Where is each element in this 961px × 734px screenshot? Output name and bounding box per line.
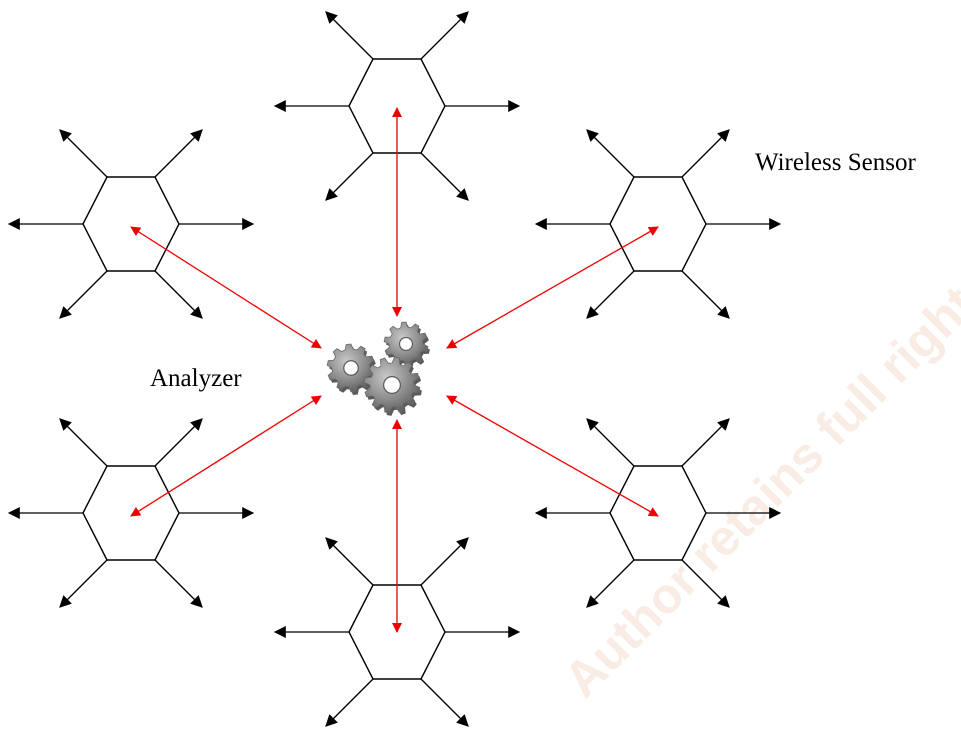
signal-arrow <box>154 559 203 608</box>
analyzer-label: Analyzer <box>150 365 242 392</box>
signal-arrow <box>420 11 469 60</box>
gear-icon <box>383 321 430 369</box>
sensor-top <box>273 11 521 201</box>
link-arrow <box>130 395 322 517</box>
link-arrow <box>446 226 659 349</box>
signal-arrow <box>154 270 203 319</box>
signal-arrow <box>586 129 635 178</box>
signal-arrow <box>420 678 469 727</box>
link-arrow <box>446 395 659 517</box>
watermark-text: Author retains full rights. <box>553 246 961 708</box>
signal-arrow <box>59 270 108 319</box>
signal-arrow <box>154 418 203 467</box>
links-layer <box>130 107 659 633</box>
signal-arrow <box>420 152 469 201</box>
sensor-upper-right <box>534 129 782 319</box>
signal-arrow <box>681 270 730 319</box>
signal-arrow <box>681 418 730 467</box>
sensor-hexagon <box>609 176 707 272</box>
signal-arrow <box>59 559 108 608</box>
signal-arrow <box>325 152 374 201</box>
signal-arrow <box>59 129 108 178</box>
gear-icon <box>363 356 422 416</box>
link-arrow <box>130 226 322 349</box>
signal-arrow <box>325 678 374 727</box>
signal-arrow <box>681 559 730 608</box>
gears-icon <box>326 321 430 416</box>
signal-arrow <box>325 11 374 60</box>
signal-arrow <box>586 418 635 467</box>
sensor-upper-left <box>7 129 255 319</box>
signal-arrow <box>420 537 469 586</box>
sensor-hexagon <box>82 176 180 272</box>
sensor-lower-left <box>7 418 255 608</box>
signal-arrow <box>154 129 203 178</box>
sensor-hexagon <box>82 465 180 561</box>
signal-arrow <box>325 537 374 586</box>
signal-arrow <box>586 270 635 319</box>
signal-arrow <box>59 418 108 467</box>
sensor-hexagon <box>348 58 446 154</box>
signal-arrow <box>586 559 635 608</box>
wireless-sensor-label: Wireless Sensor <box>755 149 916 176</box>
signal-arrow <box>681 129 730 178</box>
